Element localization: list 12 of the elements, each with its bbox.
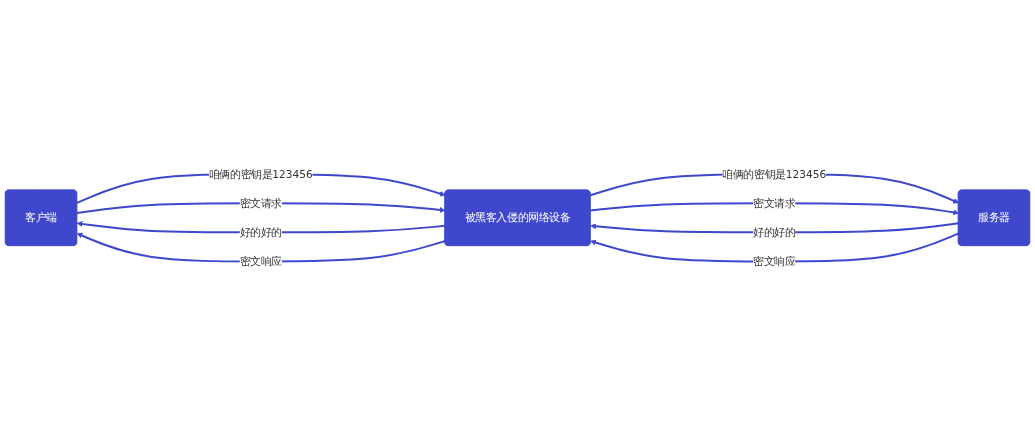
edge-label: 密文请求 [239,196,282,209]
edge-label: 好的好的 [753,225,796,238]
edge-label: 咱俩的密钥是123456 [722,167,827,180]
edge-label: 密文响应 [239,254,282,268]
arrow [589,201,959,215]
arrow [590,232,960,263]
arrow [590,221,960,234]
edge-label: 密文响应 [753,254,796,268]
edge-label: 密文请求 [753,196,796,209]
arrow [76,201,446,214]
edge-label: 好的好的 [239,225,282,238]
edge-label: 咱俩的密钥是123456 [208,167,313,180]
